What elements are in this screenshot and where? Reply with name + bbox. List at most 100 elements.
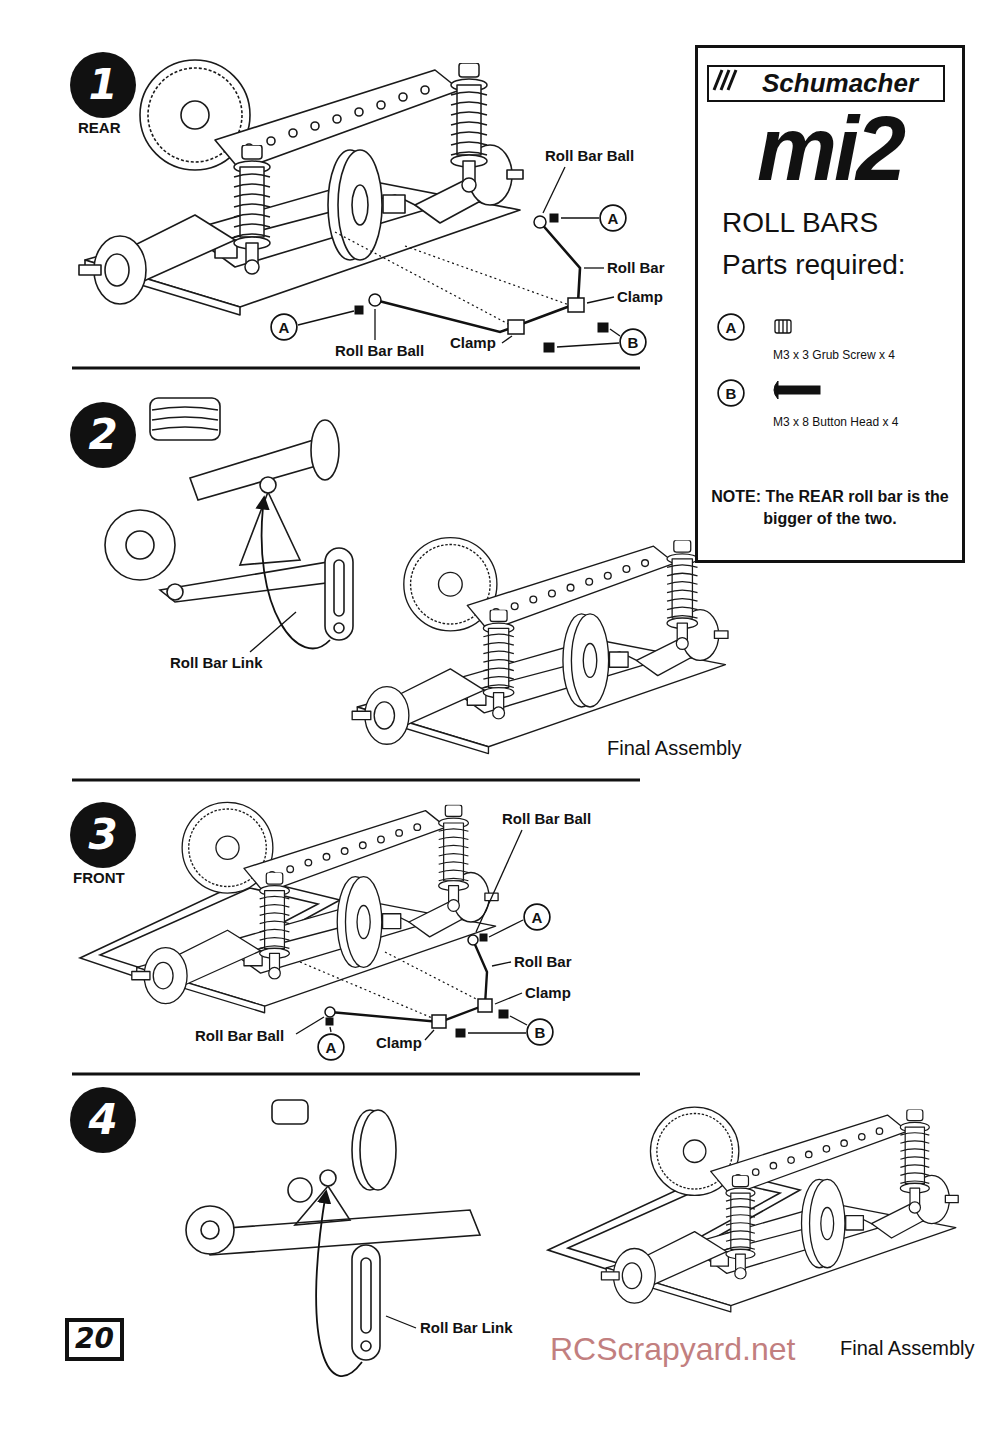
model-logo: mi2 bbox=[698, 104, 962, 194]
part-label: Roll Bar Link bbox=[170, 654, 263, 672]
circle-shape bbox=[70, 802, 136, 868]
section-subtitle: Parts required: bbox=[722, 250, 906, 281]
front-chassis-part bbox=[132, 802, 498, 1012]
callout-letter: B bbox=[628, 335, 639, 350]
circle-shape bbox=[718, 314, 744, 340]
section-divider-part bbox=[72, 367, 640, 370]
rear-chassis-part bbox=[79, 60, 523, 315]
callout-circle: A bbox=[270, 313, 298, 341]
step-number: 1 bbox=[70, 52, 136, 118]
leader-line bbox=[296, 830, 527, 1040]
final-assembly-front-part bbox=[601, 1107, 958, 1312]
leader-line-part bbox=[584, 267, 604, 268]
rear-roll-bar-part bbox=[550, 214, 558, 222]
step-label: 1 bbox=[88, 64, 117, 106]
leader-line-part bbox=[495, 993, 522, 1004]
front-roll-bar-part bbox=[480, 934, 487, 941]
part-label: Roll Bar Ball bbox=[195, 1027, 284, 1045]
front-closeup-part bbox=[320, 1170, 336, 1186]
circle-shape bbox=[600, 205, 626, 231]
part-label: Roll Bar Ball bbox=[545, 147, 634, 165]
callout-circle: A bbox=[599, 204, 627, 232]
rear-closeup-part bbox=[105, 510, 175, 580]
front-closeup-part bbox=[386, 1316, 416, 1328]
part-label: Roll Bar bbox=[607, 259, 665, 277]
circle-shape bbox=[620, 329, 646, 355]
callout-letter: A bbox=[279, 320, 290, 335]
front-roll-bar-part bbox=[478, 999, 492, 1012]
part-label: Roll Bar Link bbox=[420, 1319, 513, 1337]
front-roll-bar-part bbox=[300, 952, 482, 1020]
note-text: NOTE: The REAR roll bar is the bigger of… bbox=[706, 486, 954, 529]
leader-line bbox=[298, 167, 620, 347]
logo-stripes bbox=[714, 70, 736, 90]
part-label: FRONT bbox=[73, 869, 125, 887]
part-label: Roll Bar Ball bbox=[335, 342, 424, 360]
leader-line-part bbox=[374, 309, 375, 340]
part-label: Clamp bbox=[450, 334, 496, 352]
front-roll-bar-part bbox=[432, 1015, 446, 1028]
leader-line-part bbox=[543, 167, 565, 213]
rear-closeup-part bbox=[262, 498, 330, 648]
part-label: Clamp bbox=[376, 1034, 422, 1052]
leader-line-part bbox=[561, 217, 599, 218]
grub-screw-icon bbox=[775, 320, 791, 333]
callout-letter: A bbox=[326, 1040, 337, 1055]
rear-roll-bar-part bbox=[355, 306, 363, 314]
leader-line-part bbox=[476, 830, 522, 932]
rear-closeup-part bbox=[240, 492, 300, 565]
circle-shape bbox=[271, 314, 297, 340]
step-label: 4 bbox=[88, 1099, 117, 1141]
step-number: 4 bbox=[70, 1087, 136, 1153]
front-closeup-part bbox=[186, 1206, 234, 1254]
rear-closeup-part bbox=[260, 477, 276, 493]
rear-closeup-part bbox=[160, 560, 350, 602]
callout-letter: A bbox=[608, 211, 619, 226]
rear-closeup-part bbox=[167, 584, 183, 600]
rear-roll-bar bbox=[335, 214, 608, 352]
front-closeup-part bbox=[352, 1245, 380, 1360]
callout-letter: A bbox=[726, 320, 737, 335]
front-closeup-part bbox=[361, 1258, 371, 1333]
rear-closeup-part bbox=[126, 531, 154, 559]
front-roll-bar-part bbox=[456, 1029, 465, 1037]
rear-closeup-part bbox=[190, 438, 330, 500]
rear-roll-bar-part bbox=[598, 323, 608, 332]
front-closeup-part bbox=[288, 1178, 312, 1202]
front-roll-bar-part bbox=[499, 1010, 508, 1018]
part-label: Clamp bbox=[617, 288, 663, 306]
front-roll-bar bbox=[300, 934, 508, 1037]
button-head-icon-part bbox=[774, 381, 778, 399]
front-closeup-part bbox=[200, 1210, 480, 1255]
step-label: 3 bbox=[88, 814, 117, 856]
rear-roll-bar-part bbox=[508, 320, 524, 334]
front-roll-bar-part bbox=[330, 940, 487, 1022]
front-closeup-part bbox=[201, 1221, 219, 1239]
circle-shape bbox=[318, 1034, 344, 1060]
part-label: REAR bbox=[78, 119, 121, 137]
leader-line-part bbox=[492, 962, 511, 966]
section-title: ROLL BARS bbox=[722, 208, 878, 239]
step-label: 2 bbox=[88, 414, 117, 456]
front-roll-bar-part bbox=[468, 935, 478, 945]
logo-stripes-part bbox=[728, 70, 736, 90]
callout-circle: A bbox=[523, 903, 551, 931]
callout-letter: B bbox=[726, 386, 737, 401]
caption-label: Final Assembly bbox=[607, 736, 742, 760]
rear-roll-bar-part bbox=[534, 216, 546, 228]
leader-line-part bbox=[610, 329, 620, 336]
button-head-icon-part bbox=[778, 386, 820, 394]
page-number-box: 20 bbox=[65, 1318, 124, 1361]
circle-shape bbox=[70, 52, 136, 118]
caption-label: Final Assembly bbox=[840, 1336, 975, 1360]
leader-line-part bbox=[489, 920, 523, 937]
rear-closeup-part bbox=[334, 623, 344, 633]
section-divider-part bbox=[72, 1073, 640, 1076]
circle-shape bbox=[70, 1087, 136, 1153]
leader-line-part bbox=[587, 297, 614, 303]
rear-closeup-part bbox=[334, 560, 344, 616]
watermark: RCScrapyard.net bbox=[550, 1330, 795, 1368]
leader-line-part bbox=[557, 343, 619, 347]
